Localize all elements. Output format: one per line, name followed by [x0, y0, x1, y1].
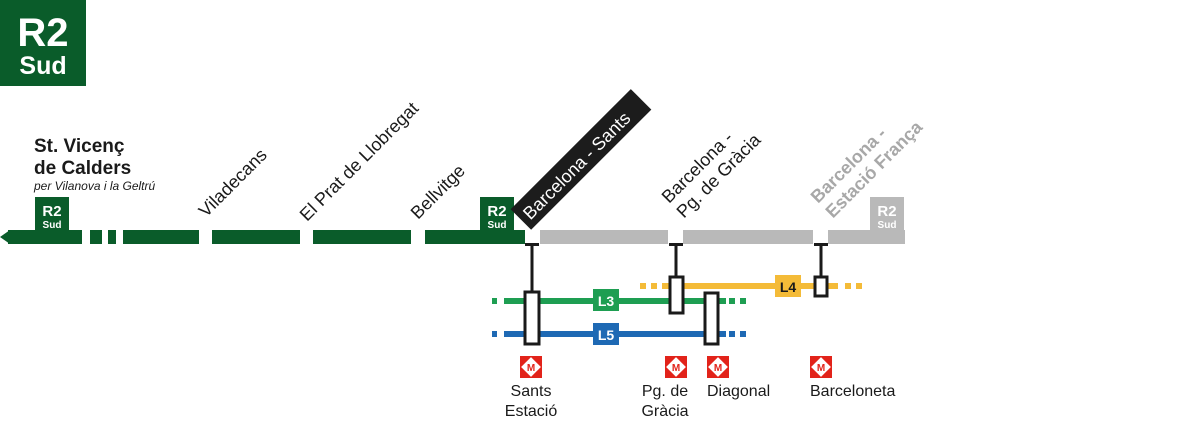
line-badge: R2 Sud: [0, 0, 86, 86]
rodalies-track-grey: [540, 230, 905, 244]
station-label-sants-text: Barcelona - Sants: [519, 108, 634, 223]
metro-l4-label: L4: [780, 279, 797, 295]
metro-station-label-pg-gracia: Pg. de Gràcia: [641, 383, 688, 420]
track-arrow-left: [0, 230, 10, 244]
metro-icon-letter: M: [672, 363, 680, 374]
interchange-diagonal: [703, 291, 720, 346]
metro-icon-sants: M: [520, 356, 542, 378]
metro-l3-label: L3: [598, 293, 615, 309]
interchange-pg-gracia: [668, 275, 685, 315]
metro-line-l4: L4: [640, 275, 862, 297]
r2-badge-franca-variant: Sud: [878, 220, 897, 231]
r2-badge-sants: R2 Sud: [480, 197, 514, 231]
metro-station-label-sants: Sants Estació: [505, 383, 558, 420]
station-label-pg-gracia: Barcelona - Pg. de Gràcia: [658, 128, 766, 222]
r2-badge-origin-variant: Sud: [43, 220, 62, 231]
metro-icon-diagonal: M: [707, 356, 729, 378]
origin-via: per Vilanova i la Geltrú: [33, 179, 156, 193]
station-label-estacio-franca: Barcelona - Estació França: [807, 116, 927, 221]
metro-station-label-barceloneta: Barceloneta: [810, 383, 895, 400]
origin-name-line1: St. Vicenç: [34, 136, 125, 157]
metro-icon-barceloneta: M: [810, 356, 832, 378]
metro-icon-pg-gracia: M: [665, 356, 687, 378]
metro-station-label-diagonal: Diagonal: [707, 383, 770, 400]
r2-badge-origin: R2 Sud: [35, 197, 69, 231]
station-label-sants: Barcelona - Sants: [510, 89, 652, 230]
metro-sants-line2: Estació: [505, 403, 558, 420]
station-label-bellvitge: Bellvitge: [407, 161, 469, 223]
r2-badge-sants-code: R2: [487, 203, 506, 220]
metro-icon-letter: M: [817, 363, 825, 374]
station-tick-caps: [525, 243, 828, 246]
line-badge-code: R2: [17, 11, 68, 55]
origin-station-label: St. Vicenç de Calders per Vilanova i la …: [33, 136, 156, 193]
r2-badge-franca: R2 Sud: [870, 197, 904, 231]
metro-l5-label: L5: [598, 327, 615, 343]
metro-icon-letter: M: [527, 363, 535, 374]
station-ticks: [530, 244, 823, 294]
r2-badge-sants-variant: Sud: [488, 220, 507, 231]
metro-line-l5: L5: [492, 323, 746, 345]
metro-pg-gracia-line2: Gràcia: [641, 403, 688, 420]
metro-icon-letter: M: [714, 363, 722, 374]
interchange-sants: [523, 290, 541, 346]
metro-line-l3: L3: [492, 289, 746, 311]
interchange-barceloneta: [813, 275, 829, 298]
station-label-viladecans: Viladecans: [195, 145, 271, 221]
metro-sants-line1: Sants: [511, 383, 552, 400]
origin-name-line2: de Calders: [34, 158, 131, 179]
interchange-boxes: [523, 275, 829, 346]
r2-badge-origin-code: R2: [42, 203, 61, 220]
r2-badge-franca-code: R2: [877, 203, 896, 220]
station-label-el-prat: El Prat de Llobregat: [296, 98, 423, 225]
line-badge-variant: Sud: [19, 52, 66, 80]
rodalies-track-green: [0, 230, 525, 244]
metro-pg-gracia-line1: Pg. de: [642, 383, 688, 400]
